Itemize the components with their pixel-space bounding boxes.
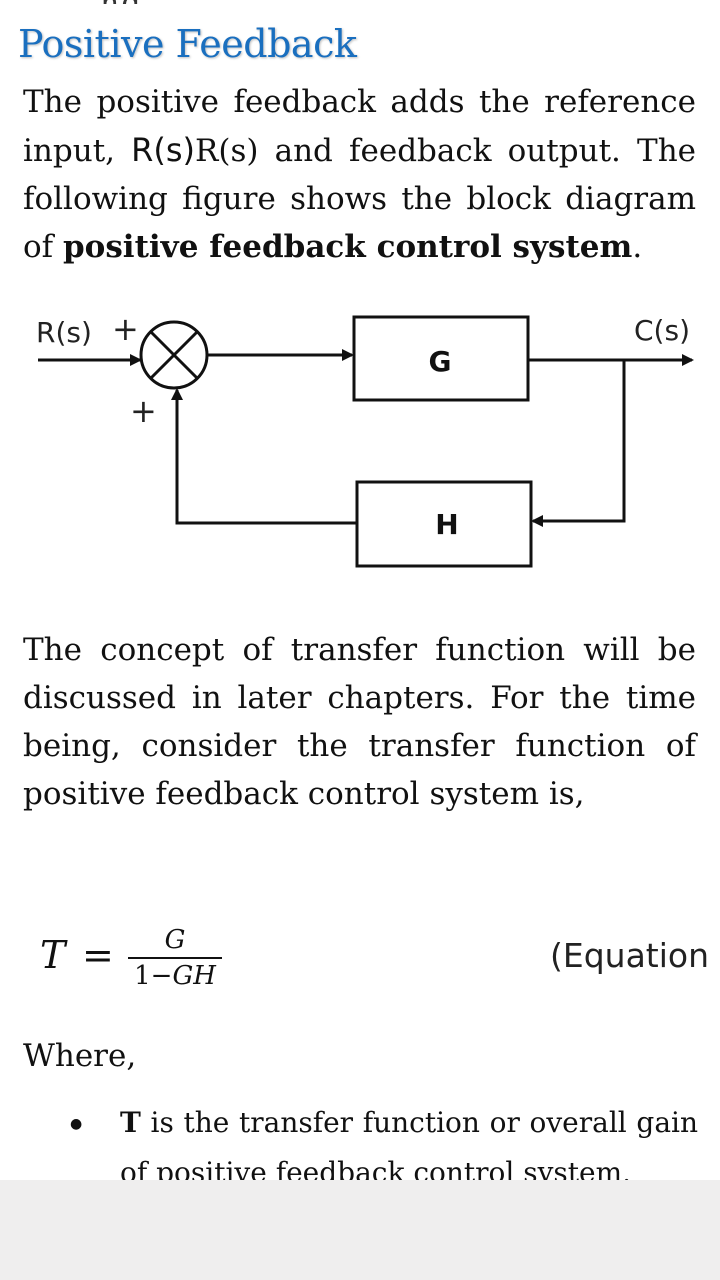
summing-junction: [139, 320, 209, 390]
intro-paragraph: The positive feedback adds the reference…: [23, 78, 696, 271]
equation-fraction: G 1−GH: [128, 925, 222, 991]
block-g: [352, 315, 530, 402]
feedback-path-right: [531, 360, 626, 527]
equation-lhs: T: [40, 933, 66, 977]
bottom-bar: [0, 1180, 720, 1280]
block-h-label: H: [435, 508, 458, 541]
bullet-bold-term: T: [120, 1106, 141, 1139]
output-label: C(s): [634, 314, 690, 347]
denominator-gh: −GH: [150, 961, 216, 991]
equation-label: (Equation: [550, 936, 710, 975]
intro-bold-term: positive feedback control system: [63, 229, 633, 265]
equation-denominator: 1−GH: [128, 961, 222, 991]
bullet-dot-icon: ●: [70, 1116, 83, 1132]
where-text: Where,: [23, 1038, 137, 1074]
article-viewport[interactable]: ng Positive Feedback The positive feedba…: [0, 0, 720, 1180]
block-diagram: R(s) + + C(s) G H: [36, 310, 694, 568]
block-g-label: G: [429, 345, 452, 378]
cut-off-text: ng: [100, 0, 160, 4]
plus-sign-bottom: +: [130, 392, 157, 430]
feedback-path-left: [171, 388, 357, 525]
equation-equals: =: [82, 933, 114, 977]
denominator-one: 1: [134, 961, 151, 991]
plus-sign-top: +: [112, 310, 139, 348]
section-heading: Positive Feedback: [18, 22, 357, 66]
inline-math: R(s): [131, 131, 196, 169]
intro-text-c: .: [632, 229, 643, 265]
intro-text-a: The positive feedback adds the reference…: [23, 84, 696, 169]
transfer-function-paragraph: The concept of transfer function will be…: [23, 632, 696, 812]
fraction-bar: [128, 957, 222, 959]
bullet-item: T is the transfer function or overall ga…: [120, 1098, 698, 1180]
intro-text-b: R(s) and feedback output. The following …: [23, 133, 697, 265]
equation-numerator: G: [164, 925, 186, 955]
bullet-text: is the transfer function or overall gain…: [120, 1106, 698, 1180]
input-label: R(s): [36, 316, 92, 349]
